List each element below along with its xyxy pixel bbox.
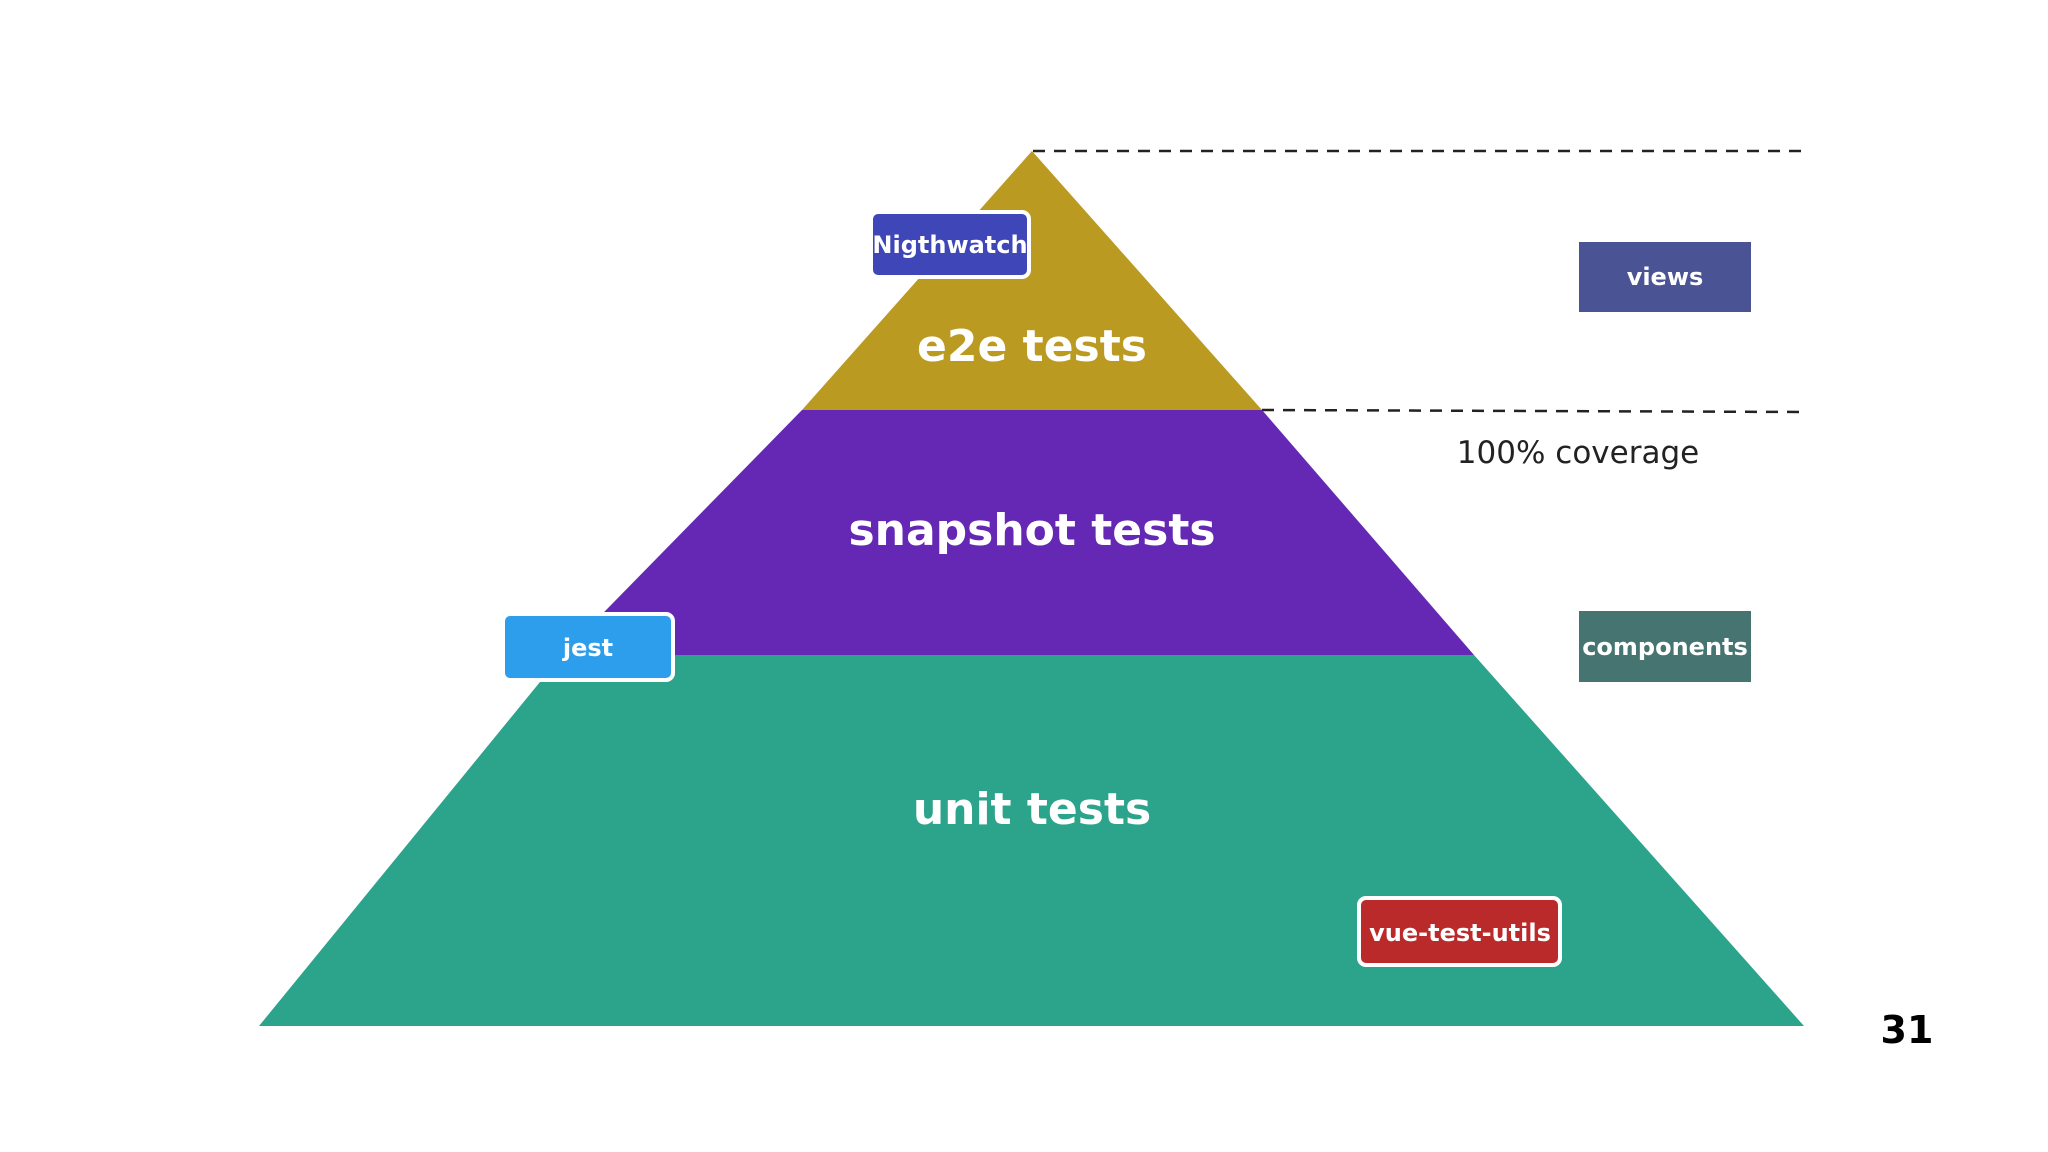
snapshot-tests-label: snapshot tests (848, 505, 1215, 556)
jest-tag-box (501, 612, 675, 682)
coverage-dashed-guide (1261, 408, 1807, 414)
coverage-label: 100% coverage (1457, 435, 1699, 471)
jest-tag: jest (501, 612, 675, 682)
views-box-fill (1579, 242, 1751, 312)
components-box-label: components (1582, 633, 1748, 661)
nightwatch-tag: Nigthwatch (869, 210, 1031, 279)
snapshot-tests-layer (562, 410, 1474, 655)
page-number: 31 (1881, 1008, 1934, 1052)
e2e-tests-layer (802, 151, 1262, 410)
unit-tests-label: unit tests (913, 784, 1151, 835)
vue-test-utils-tag-box (1357, 896, 1562, 967)
nightwatch-tag-box (869, 210, 1031, 279)
e2e-tests-label: e2e tests (917, 321, 1147, 372)
vue-test-utils-tag: vue-test-utils (1357, 896, 1562, 967)
jest-tag-label: jest (562, 634, 613, 662)
views-box-label: views (1627, 263, 1704, 291)
unit-tests-layer (259, 655, 1804, 1026)
components-box-fill (1579, 611, 1751, 682)
components-box: components (1579, 611, 1751, 682)
vue-test-utils-tag-label: vue-test-utils (1369, 919, 1551, 947)
nightwatch-tag-label: Nigthwatch (872, 231, 1027, 259)
views-box: views (1579, 242, 1751, 312)
